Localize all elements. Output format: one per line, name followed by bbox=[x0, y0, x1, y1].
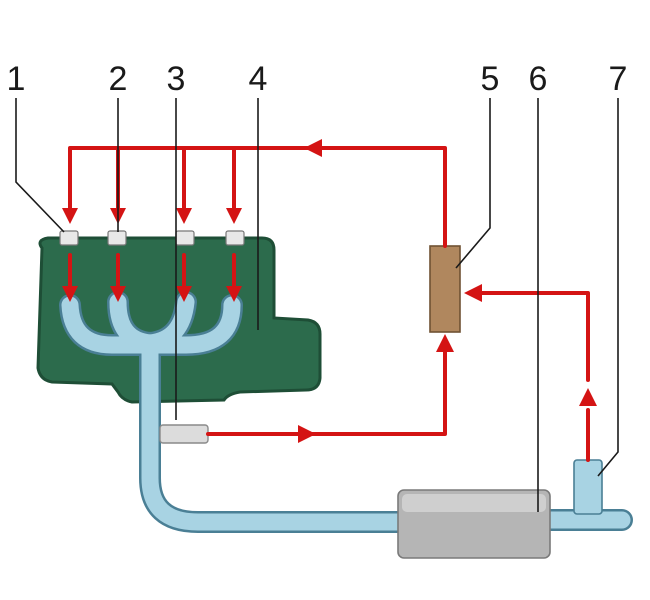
callout-4: 4 bbox=[249, 60, 268, 98]
muffler-icon bbox=[397, 489, 551, 559]
exhaust-pipe bbox=[59, 291, 633, 533]
leader-lines bbox=[15, 98, 619, 512]
callout-6: 6 bbox=[529, 60, 548, 98]
arrow-icon bbox=[62, 139, 597, 443]
airflow-sensor-icon bbox=[573, 459, 603, 515]
callout-5: 5 bbox=[481, 60, 500, 98]
oxygen-sensor-icon bbox=[159, 424, 209, 444]
control-unit-icon bbox=[429, 245, 461, 333]
callout-7: 7 bbox=[609, 60, 628, 98]
callout-2: 2 bbox=[109, 60, 128, 98]
injector-icon bbox=[59, 230, 245, 246]
callout-1: 1 bbox=[7, 60, 26, 98]
callout-3: 3 bbox=[167, 60, 186, 98]
